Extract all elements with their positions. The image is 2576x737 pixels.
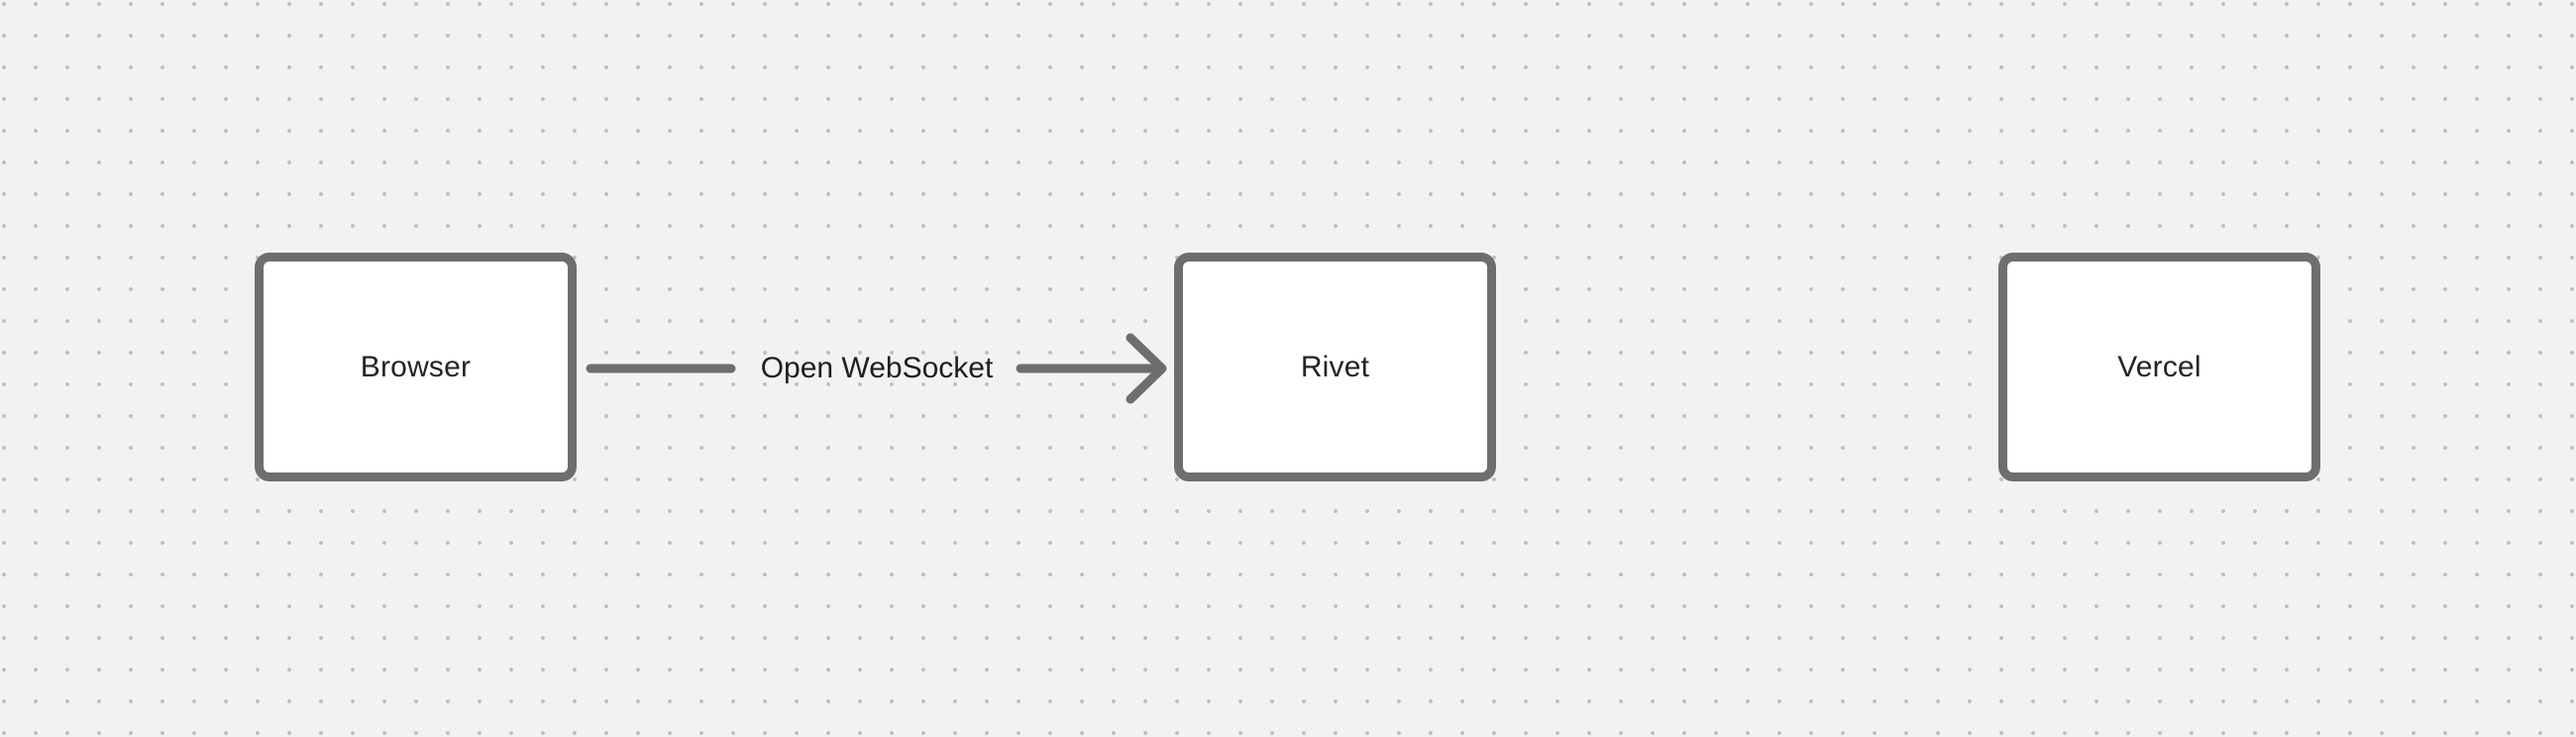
node-browser-label: Browser: [360, 350, 472, 383]
connector-label[interactable]: Open WebSocket: [760, 352, 994, 384]
node-rivet[interactable]: Rivet: [1174, 253, 1496, 481]
node-vercel[interactable]: Vercel: [1998, 253, 2320, 481]
arrowhead-icon: [1126, 333, 1167, 404]
node-browser[interactable]: Browser: [255, 253, 577, 481]
node-vercel-label: Vercel: [2117, 350, 2201, 383]
node-rivet-label: Rivet: [1300, 350, 1370, 383]
